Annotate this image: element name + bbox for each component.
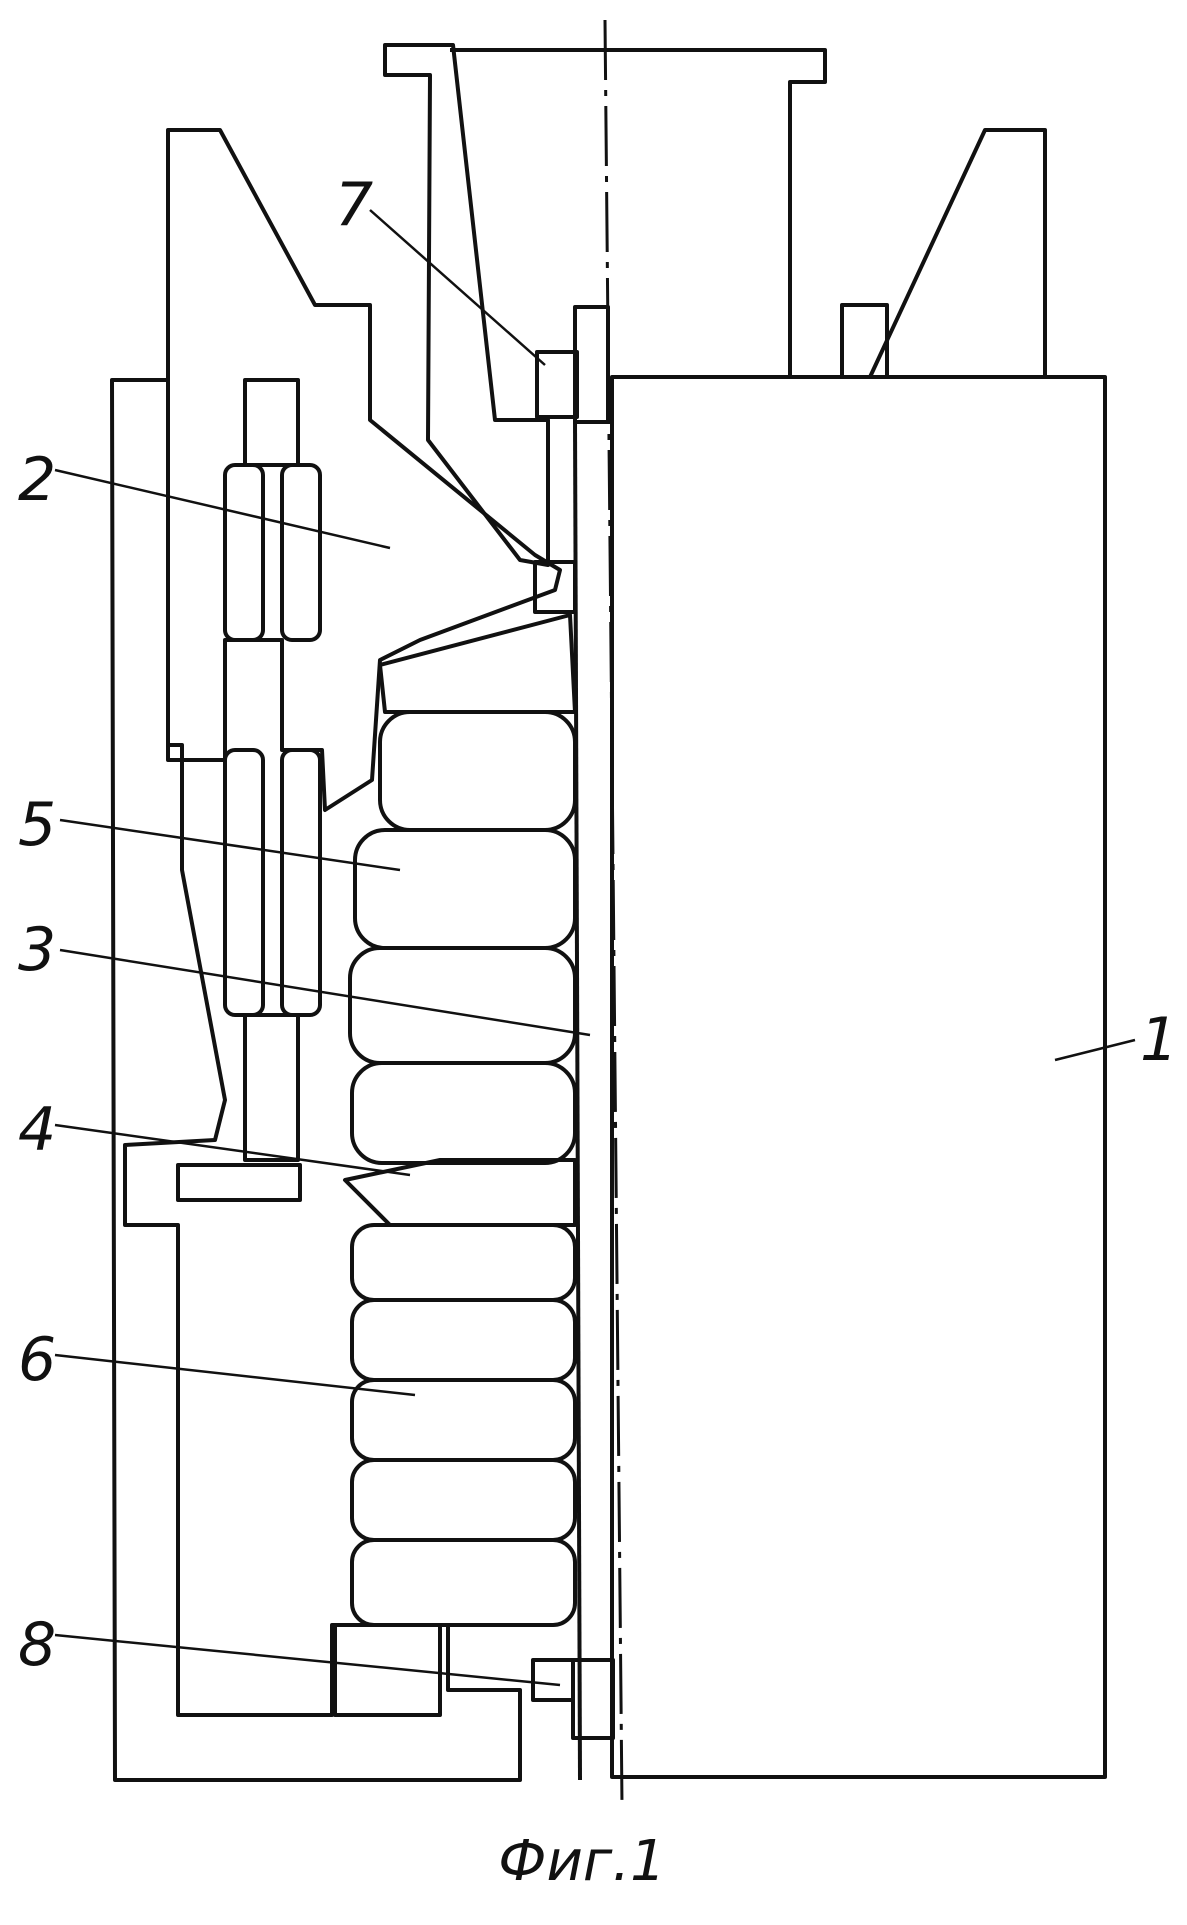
bottom-ring [335,1625,440,1715]
bracket-4 [178,1165,300,1200]
outer-housing [112,380,520,1780]
cone-sleeve [385,45,548,565]
figure-caption: Фиг.1 [498,1829,665,1894]
body-1 [612,377,1105,1777]
leader-lines [55,210,1135,1685]
label-5: 5 [18,790,56,860]
sleeve-3-lower [245,1015,298,1160]
label-7: 7 [335,170,373,240]
label-3: 3 [18,915,56,985]
top-right-structure [450,50,1045,377]
label-6: 6 [18,1325,56,1395]
label-8: 8 [18,1610,56,1680]
label-2: 2 [18,445,56,515]
label-4: 4 [18,1095,56,1165]
seal-rings-6 [350,712,575,1625]
sleeve-3 [245,380,298,465]
label-1: 1 [1140,1005,1178,1075]
pressure-ring [380,615,575,712]
part-8 [533,1660,613,1738]
packing-rings-5 [225,465,320,1015]
